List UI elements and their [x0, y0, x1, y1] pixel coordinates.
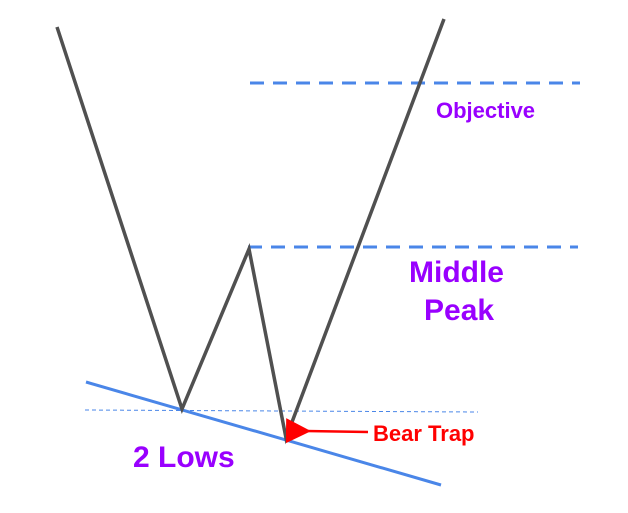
- objective-label: Objective: [436, 98, 536, 123]
- middle-peak-label-line1: Middle: [409, 256, 504, 289]
- middle-peak-label-line2: Peak: [424, 294, 495, 327]
- bear-trap-label: Bear Trap: [373, 421, 475, 446]
- bear-trap-arrow: [285, 418, 369, 444]
- price-path: [55, 18, 446, 445]
- two-lows-label: 2 Lows: [133, 441, 235, 474]
- support-trendline: [85, 380, 442, 487]
